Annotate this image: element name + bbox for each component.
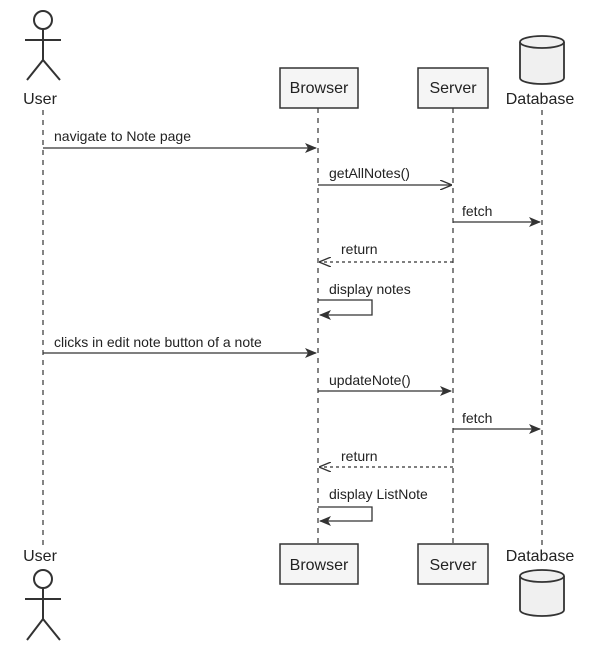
participant-label-server-top: Server	[429, 80, 477, 97]
participant-label-browser-top: Browser	[290, 80, 349, 97]
actor-head	[33, 10, 53, 30]
message-label-2: getAllNotes()	[329, 165, 410, 181]
message-label-5: display notes	[329, 281, 411, 297]
database-icon-bottom	[519, 569, 565, 617]
participant-browser-top: Browser	[279, 67, 359, 109]
database-icon-top	[519, 35, 565, 85]
actor-legs	[26, 617, 61, 641]
message-label-9: return	[341, 448, 378, 464]
message-label-1: navigate to Note page	[54, 128, 191, 144]
participant-server-top: Server	[417, 67, 489, 109]
participant-label-database-top: Database	[506, 91, 575, 108]
message-arrow-10	[318, 506, 373, 526]
actor-user-top	[25, 10, 61, 81]
message-label-8: fetch	[462, 410, 492, 426]
message-label-10: display ListNote	[329, 486, 428, 502]
message-label-4: return	[341, 241, 378, 257]
message-arrow-5	[318, 299, 373, 320]
message-label-6: clicks in edit note button of a note	[54, 334, 262, 350]
message-label-7: updateNote()	[329, 372, 411, 388]
actor-legs	[26, 58, 61, 81]
participant-label-server-bottom: Server	[429, 557, 477, 574]
message-label-3: fetch	[462, 203, 492, 219]
participant-label-user-top: User	[23, 91, 57, 108]
participant-browser-bottom: Browser	[279, 543, 359, 585]
participant-label-database-bottom: Database	[506, 548, 575, 565]
actor-user-bottom	[25, 569, 61, 641]
participant-label-user-bottom: User	[23, 548, 57, 565]
messages	[43, 143, 541, 526]
participant-server-bottom: Server	[417, 543, 489, 585]
participant-label-browser-bottom: Browser	[290, 557, 349, 574]
lifelines	[42, 108, 543, 545]
actor-head	[33, 569, 53, 589]
